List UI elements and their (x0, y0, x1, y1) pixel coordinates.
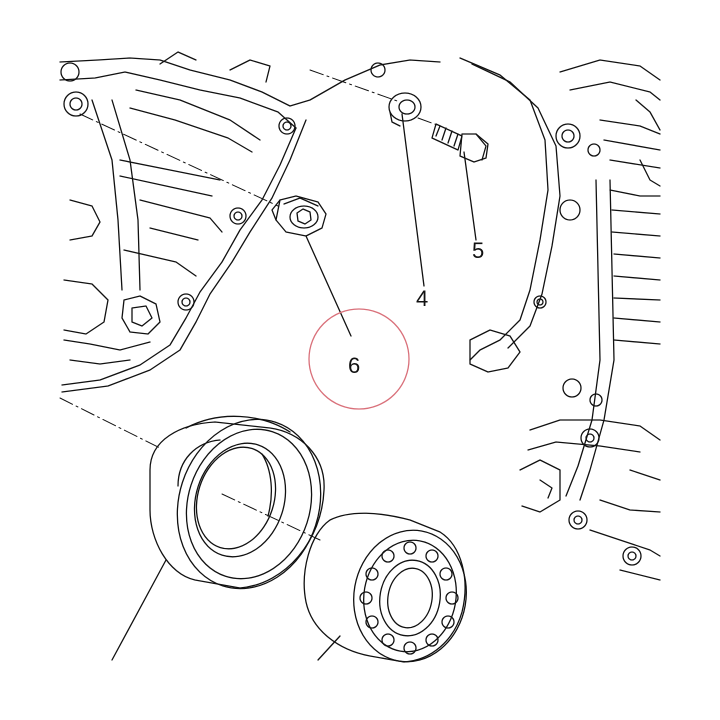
callout-highlight-circle (308, 308, 410, 410)
callout-label-5: 5 (472, 238, 485, 263)
washer-part-4 (388, 92, 422, 127)
bearing-rollers (359, 541, 459, 655)
leader-lines (111, 113, 477, 661)
bolt-part-5 (431, 123, 489, 163)
callout-label-6: 6 (348, 353, 361, 378)
right-crankcase (459, 57, 661, 581)
plug-part-6 (271, 195, 327, 237)
bearing-outer-race (149, 415, 325, 590)
center-lines (59, 69, 441, 541)
roller-bearing (303, 512, 467, 663)
callout-label-4: 4 (416, 286, 429, 311)
left-crankcase (59, 51, 441, 393)
